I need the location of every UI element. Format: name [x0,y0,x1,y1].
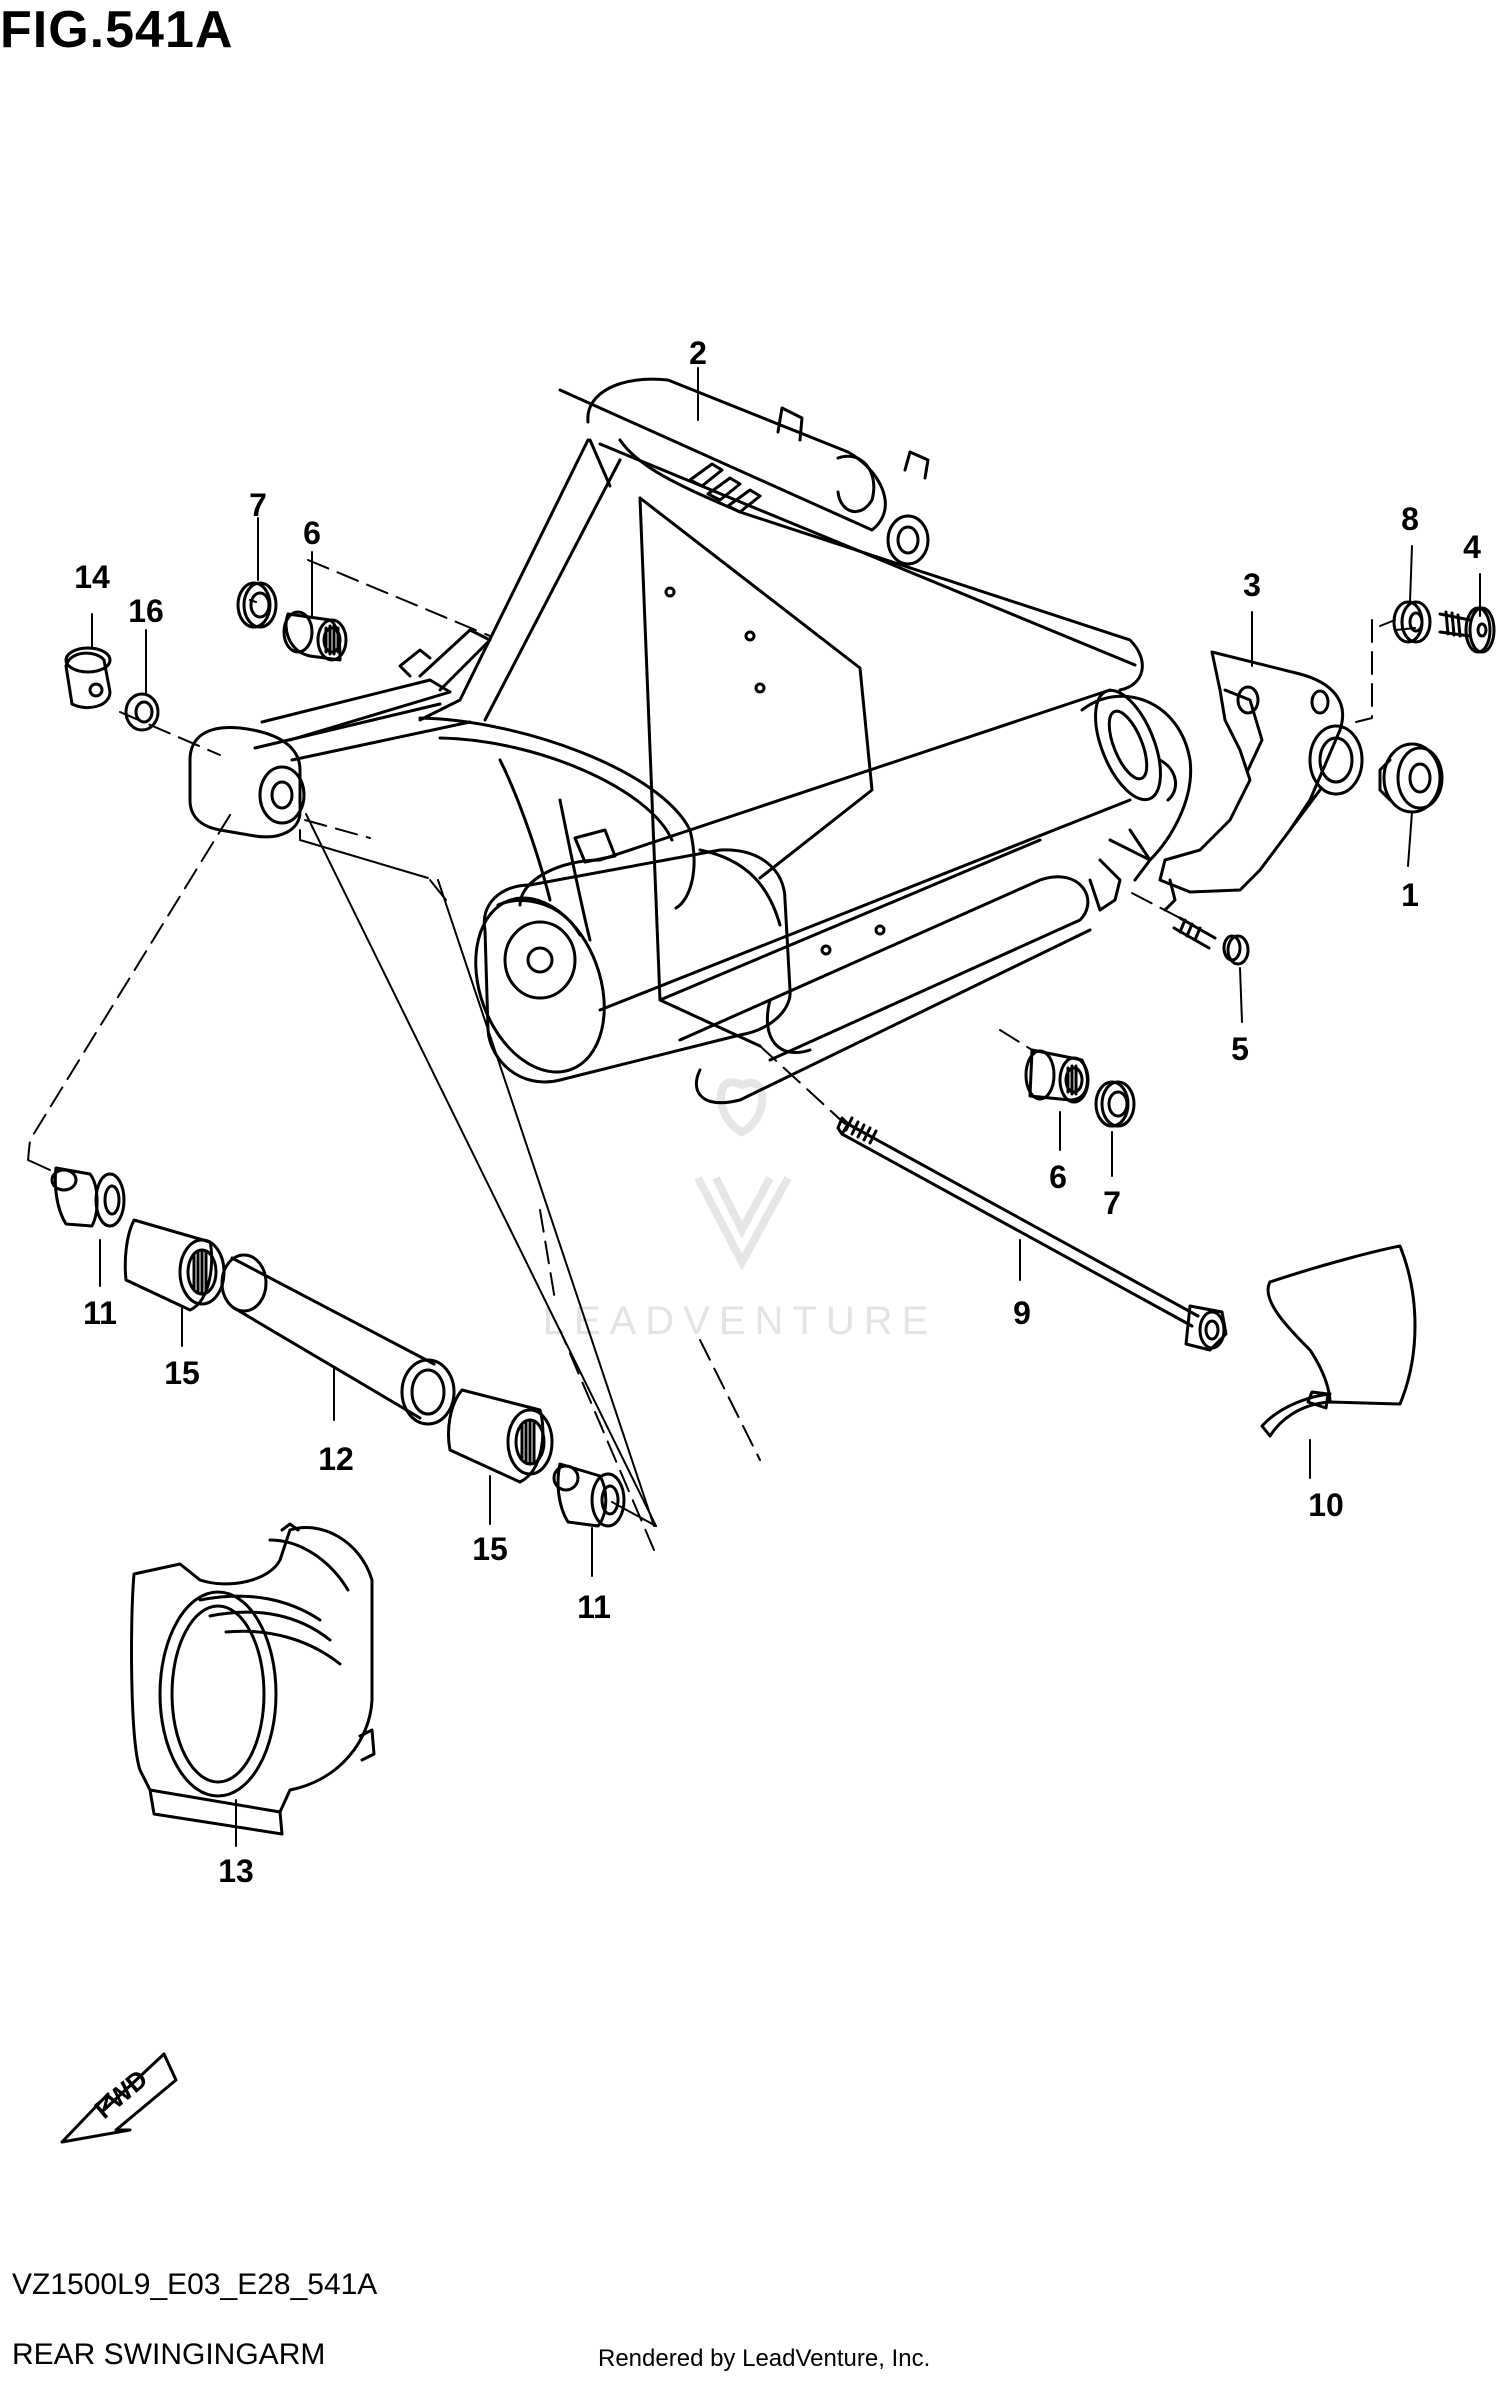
spacer-ring-top [236,581,278,629]
needle-bearing-left [123,1218,226,1312]
diagram-name: REAR SWINGINGARM [12,2338,326,2371]
needle-bearing-right [447,1388,554,1484]
callout-8: 8 [1401,501,1419,537]
watermark: LEADVENTURE [543,1078,938,1343]
callout-6-bottom: 6 [1049,1159,1067,1195]
bearing-top [282,610,348,662]
callout-4: 4 [1463,529,1481,565]
collar-right [552,1462,626,1528]
diagram-code: VZ1500L9_E03_E28_541A [12,2268,378,2301]
callout-6-top: 6 [303,515,321,551]
nut [1378,742,1444,814]
chain-cover [1260,1244,1417,1438]
callout-5: 5 [1231,1031,1249,1067]
washer [1392,600,1432,644]
callout-labels: 2 3 8 4 1 5 7 6 14 16 6 7 9 10 11 15 12 … [74,335,1481,1889]
figure-title: FIG.541A [0,1,234,59]
assembly-lines-dashed [27,559,1416,1551]
callout-11-left: 11 [83,1295,117,1331]
bracket-plate [1158,650,1364,912]
swingarm-frame [188,377,1193,1105]
callout-2: 2 [689,335,707,371]
callout-7-top: 7 [249,487,267,523]
callout-10: 10 [1308,1487,1344,1523]
spacer-ring-bottom [1094,1080,1136,1128]
collar-left [50,1166,126,1228]
screw [1172,916,1250,966]
assembly-lines-solid [27,813,657,1527]
callout-12: 12 [318,1441,354,1477]
bearing-bottom [1024,1048,1090,1104]
washer-left [124,692,160,732]
callout-15-right: 15 [472,1531,508,1567]
cap [64,646,112,709]
callout-7-bottom: 7 [1103,1185,1121,1221]
render-credit: Rendered by LeadVenture, Inc. [598,2345,931,2372]
watermark-text: LEADVENTURE [543,1299,938,1343]
callout-3: 3 [1243,567,1261,603]
fwd-arrow-shape [60,2052,178,2144]
callout-15-left: 15 [164,1355,200,1391]
leader-lines [91,367,1481,1847]
pivot-shaft [836,1116,1228,1352]
callout-16: 16 [128,593,164,629]
fwd-arrow: FWD [60,2052,178,2144]
callout-13: 13 [218,1853,254,1889]
watermark-logo [694,1078,792,1271]
callout-14: 14 [74,559,110,595]
callout-9: 9 [1013,1295,1031,1331]
callout-1: 1 [1401,877,1419,913]
bolt [1438,606,1496,654]
sleeve [220,1253,456,1426]
callout-11-right: 11 [577,1589,611,1625]
boot [130,1522,376,1836]
